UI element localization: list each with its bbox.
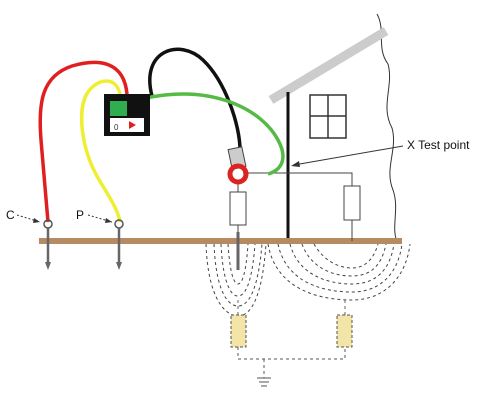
- earth-resistor-left: [230, 314, 247, 348]
- tester-panel: [110, 118, 144, 132]
- house-window: [309, 94, 347, 139]
- house-roof: [268, 27, 389, 104]
- tester-screen-text: 0: [114, 123, 119, 132]
- current-probe: [43, 219, 53, 270]
- house-resistor: [343, 185, 361, 221]
- electrode-zone-left: [205, 243, 267, 317]
- green-test-lead: [145, 92, 285, 176]
- current-lead: [38, 60, 129, 223]
- test-point-arrowhead: [291, 161, 300, 167]
- house-wall-outline: [376, 13, 399, 245]
- label-c: C: [6, 208, 15, 222]
- label-p-arrowhead: [105, 218, 112, 223]
- electrode-resistor: [229, 191, 247, 226]
- potential-lead: [79, 79, 122, 223]
- earth-ground-icon: [257, 377, 271, 387]
- label-p: P: [76, 208, 84, 222]
- ground-surface: [39, 238, 402, 244]
- test-point-arrow: [293, 145, 404, 166]
- earth-resistor-right: [336, 314, 353, 348]
- electrode-zone-right: [267, 243, 411, 301]
- tester-display: [110, 101, 127, 116]
- label-test-point: X Test point: [407, 138, 470, 152]
- label-c-arrowhead: [33, 218, 40, 223]
- earth-tester: 0: [104, 94, 150, 136]
- potential-probe: [114, 219, 124, 270]
- black-test-lead: [148, 47, 242, 151]
- tester-indicator-icon: [129, 121, 136, 129]
- bonding-wire-right: [288, 172, 353, 186]
- reference-earth-bus: [237, 347, 346, 378]
- clamp-ring: [227, 163, 249, 185]
